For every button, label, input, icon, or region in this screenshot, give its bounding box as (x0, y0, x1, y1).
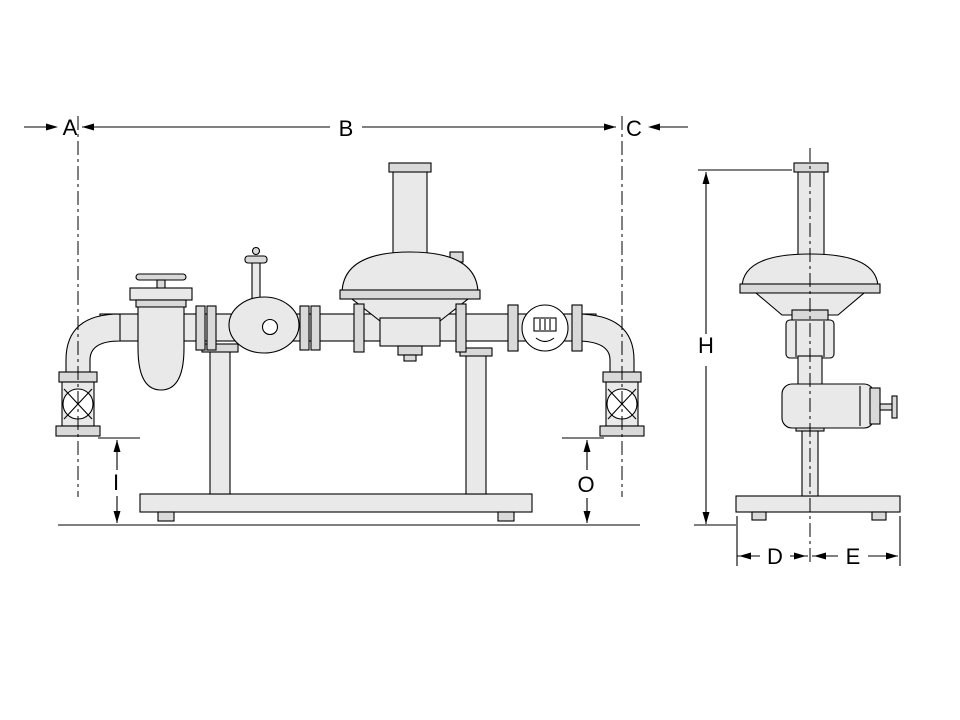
dim-a-arrow (46, 123, 58, 131)
dimension-label-e: E (846, 544, 861, 569)
dim-o-arrow-bottom (583, 511, 591, 523)
dim-i-arrow-top (113, 440, 121, 452)
front-base-plate (139, 493, 533, 513)
front-base-foot-left (157, 511, 175, 522)
flange-plate (206, 305, 217, 351)
dimension-a: A (24, 115, 78, 140)
dimension-i: I (98, 437, 140, 523)
meter-dial-arc (535, 337, 555, 343)
dimension-o: O (562, 437, 604, 523)
dimension-c: C (626, 116, 688, 141)
dimension-d: D (736, 516, 808, 569)
dimensions: A B C H (24, 115, 901, 569)
flange-plate (310, 305, 321, 351)
dim-h-arrow-bottom (702, 512, 710, 524)
dimension-b: B (82, 116, 616, 141)
dimension-e: E (812, 516, 901, 569)
side-base-plate (735, 495, 901, 513)
valve-boss (261, 318, 279, 336)
dim-c-arrow (648, 123, 660, 131)
side-tower-cap (793, 162, 829, 173)
regulator-dome-flange (339, 289, 481, 300)
side-view (735, 162, 901, 521)
side-base-foot-left (751, 511, 767, 521)
strainer-handle (135, 273, 187, 281)
dim-i-arrow-bottom (113, 511, 121, 523)
regulator-body (379, 317, 441, 347)
regulator-inlet-flange (353, 303, 365, 353)
regulator-outlet-flange (455, 303, 467, 353)
front-stand-right (465, 353, 487, 495)
side-base-foot-right (871, 511, 887, 521)
valve-stem-cap (244, 255, 268, 264)
dim-d-arrow-left (739, 552, 751, 560)
side-end-flange (869, 387, 881, 425)
front-view (55, 162, 645, 522)
regulator-drain-plug (403, 354, 417, 362)
strainer-cap-flange (129, 287, 193, 301)
meter-flange-right (571, 304, 583, 352)
dim-b-arrow-left (82, 123, 94, 131)
dimension-label-c: C (626, 116, 642, 141)
regulator-dome (341, 251, 479, 295)
dimension-label-i: I (113, 470, 119, 495)
dimension-label-d: D (767, 544, 783, 569)
dimension-label-b: B (339, 116, 354, 141)
dimension-label-o: O (577, 472, 594, 497)
front-base-foot-right (497, 511, 515, 522)
dim-e-arrow-left (814, 552, 826, 560)
dimension-h: H (694, 169, 792, 526)
regulator-spring-tower (392, 169, 428, 263)
side-body-lines (795, 321, 825, 357)
flange-plate (195, 305, 206, 351)
dimension-label-h: H (698, 333, 714, 358)
meter-digits (539, 319, 551, 330)
regulator-drain-flange (397, 345, 423, 356)
side-tee-handle (891, 395, 898, 419)
strainer-body (137, 306, 185, 391)
left-elbow (65, 313, 121, 373)
meter-flange-left (507, 304, 519, 352)
strainer-cap-ring (135, 299, 187, 308)
dim-b-arrow-right (604, 123, 616, 131)
front-stand-left (209, 349, 231, 495)
valve-knob (251, 246, 261, 256)
dim-h-arrow-top (702, 172, 710, 184)
right-elbow (575, 313, 635, 373)
dim-d-arrow-right (794, 552, 806, 560)
dimension-label-a: A (63, 115, 78, 140)
side-spring-tower (797, 169, 825, 259)
dim-e-arrow-right (886, 552, 898, 560)
flange-plate (299, 305, 310, 351)
centerlines (77, 116, 811, 566)
dim-o-arrow-top (583, 440, 591, 452)
regulator-tower-cap (388, 162, 432, 173)
